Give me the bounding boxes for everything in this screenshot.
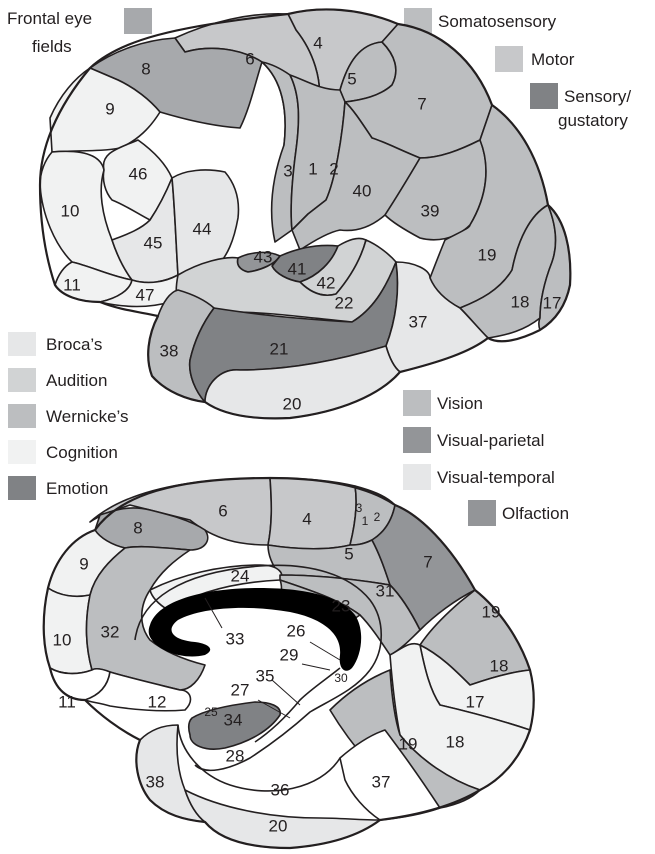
legend-label-sensory-gustatory-1: Sensory/ <box>564 87 631 106</box>
medial-label-5: 5 <box>344 544 353 563</box>
lateral-label-43: 43 <box>254 247 273 266</box>
lateral-label-1: 1 <box>308 159 317 178</box>
lateral-view: 4 6 8 9 10 46 45 44 11 47 5 7 3 1 2 40 3… <box>40 9 570 418</box>
lateral-label-46: 46 <box>129 164 148 183</box>
lateral-label-41: 41 <box>288 259 307 278</box>
lateral-label-9: 9 <box>105 99 114 118</box>
medial-area-32 <box>86 547 205 690</box>
legend-right: Vision Visual-parietal Visual-temporal O… <box>403 390 569 526</box>
leader-35 <box>272 680 300 705</box>
legend-swatch-visual-temporal <box>403 464 431 490</box>
legend-label-cognition: Cognition <box>46 443 118 462</box>
legend-label-wernickes: Wernicke’s <box>46 407 129 426</box>
legend-label-visual-parietal: Visual-parietal <box>437 431 544 450</box>
lateral-label-5: 5 <box>347 69 356 88</box>
medial-label-12: 12 <box>148 692 167 711</box>
medial-label-30: 30 <box>334 671 348 685</box>
medial-label-18-bottom: 18 <box>446 732 465 751</box>
legend-swatch-vision <box>403 390 431 416</box>
lateral-label-47: 47 <box>136 285 155 304</box>
lateral-label-3: 3 <box>283 161 292 180</box>
medial-area-4 <box>268 478 356 549</box>
medial-label-19-bottom: 19 <box>399 734 418 753</box>
medial-label-1: 1 <box>362 514 369 528</box>
legend-label-frontal-eye-fields-1: Frontal eye <box>7 9 92 28</box>
lateral-label-18: 18 <box>511 292 530 311</box>
lateral-label-45: 45 <box>144 233 163 252</box>
legend-label-brocas: Broca’s <box>46 335 102 354</box>
medial-view: 6 4 3 1 2 8 9 5 7 24 31 23 10 32 33 26 2… <box>44 478 534 848</box>
medial-label-32: 32 <box>101 622 120 641</box>
medial-label-3: 3 <box>356 501 363 515</box>
legend-swatch-wernickes <box>8 404 36 428</box>
lateral-label-2: 2 <box>329 159 338 178</box>
legend-label-olfaction: Olfaction <box>502 504 569 523</box>
medial-label-38: 38 <box>146 772 165 791</box>
leader-26 <box>310 642 340 660</box>
medial-label-25: 25 <box>204 705 218 719</box>
legend-label-vision: Vision <box>437 394 483 413</box>
medial-label-2: 2 <box>374 510 381 524</box>
medial-label-23: 23 <box>332 596 351 615</box>
lateral-label-6: 6 <box>245 49 254 68</box>
legend-swatch-audition <box>8 368 36 392</box>
lateral-label-42: 42 <box>317 273 336 292</box>
lateral-label-40: 40 <box>353 181 372 200</box>
legend-label-somatosensory: Somatosensory <box>438 12 557 31</box>
lateral-label-17: 17 <box>543 293 562 312</box>
medial-label-28: 28 <box>226 746 245 765</box>
legend-swatch-visual-parietal <box>403 427 431 453</box>
lateral-label-19: 19 <box>478 245 497 264</box>
lateral-label-8: 8 <box>141 59 150 78</box>
lateral-label-10: 10 <box>61 201 80 220</box>
lateral-label-44: 44 <box>193 219 212 238</box>
legend-label-emotion: Emotion <box>46 479 108 498</box>
medial-label-33: 33 <box>226 629 245 648</box>
medial-label-8: 8 <box>133 518 142 537</box>
medial-label-20: 20 <box>269 816 288 835</box>
legend-swatch-frontal-eye-fields <box>124 8 152 34</box>
medial-label-17: 17 <box>466 692 485 711</box>
legend-swatch-sensory-gustatory <box>530 83 558 109</box>
medial-label-4: 4 <box>302 509 311 528</box>
lateral-label-22: 22 <box>335 293 354 312</box>
lateral-label-20: 20 <box>283 394 302 413</box>
leader-29 <box>302 664 330 670</box>
medial-label-37: 37 <box>372 772 391 791</box>
legend-label-sensory-gustatory-2: gustatory <box>558 111 628 130</box>
lateral-label-37: 37 <box>409 312 428 331</box>
legend-label-audition: Audition <box>46 371 107 390</box>
medial-label-11: 11 <box>58 692 76 711</box>
medial-label-10: 10 <box>53 630 72 649</box>
medial-label-31: 31 <box>376 581 395 600</box>
medial-label-34: 34 <box>224 710 243 729</box>
medial-label-27: 27 <box>231 680 250 699</box>
medial-label-9: 9 <box>79 554 88 573</box>
medial-label-19-top: 19 <box>482 602 501 621</box>
legend-swatch-brocas <box>8 332 36 356</box>
lateral-label-21: 21 <box>270 339 289 358</box>
lateral-label-11: 11 <box>63 275 81 294</box>
lateral-label-7: 7 <box>417 94 426 113</box>
medial-label-6: 6 <box>218 501 227 520</box>
legend-swatch-cognition <box>8 440 36 464</box>
medial-label-18-top: 18 <box>490 656 509 675</box>
legend-swatch-motor <box>495 46 523 72</box>
lateral-label-4: 4 <box>313 33 322 52</box>
legend-label-motor: Motor <box>531 50 575 69</box>
legend-swatch-emotion <box>8 476 36 500</box>
medial-label-24: 24 <box>231 566 250 585</box>
legend-swatch-olfaction <box>468 500 496 526</box>
medial-label-35: 35 <box>256 666 275 685</box>
lateral-label-39: 39 <box>421 201 440 220</box>
medial-label-36: 36 <box>271 780 290 799</box>
legend-label-visual-temporal: Visual-temporal <box>437 468 555 487</box>
medial-label-7: 7 <box>423 552 432 571</box>
legend-left: Broca’s Audition Wernicke’s Cognition Em… <box>8 332 129 500</box>
legend-label-frontal-eye-fields-2: fields <box>32 37 72 56</box>
medial-label-26: 26 <box>287 621 306 640</box>
medial-label-29: 29 <box>280 645 299 664</box>
lateral-label-38: 38 <box>160 341 179 360</box>
